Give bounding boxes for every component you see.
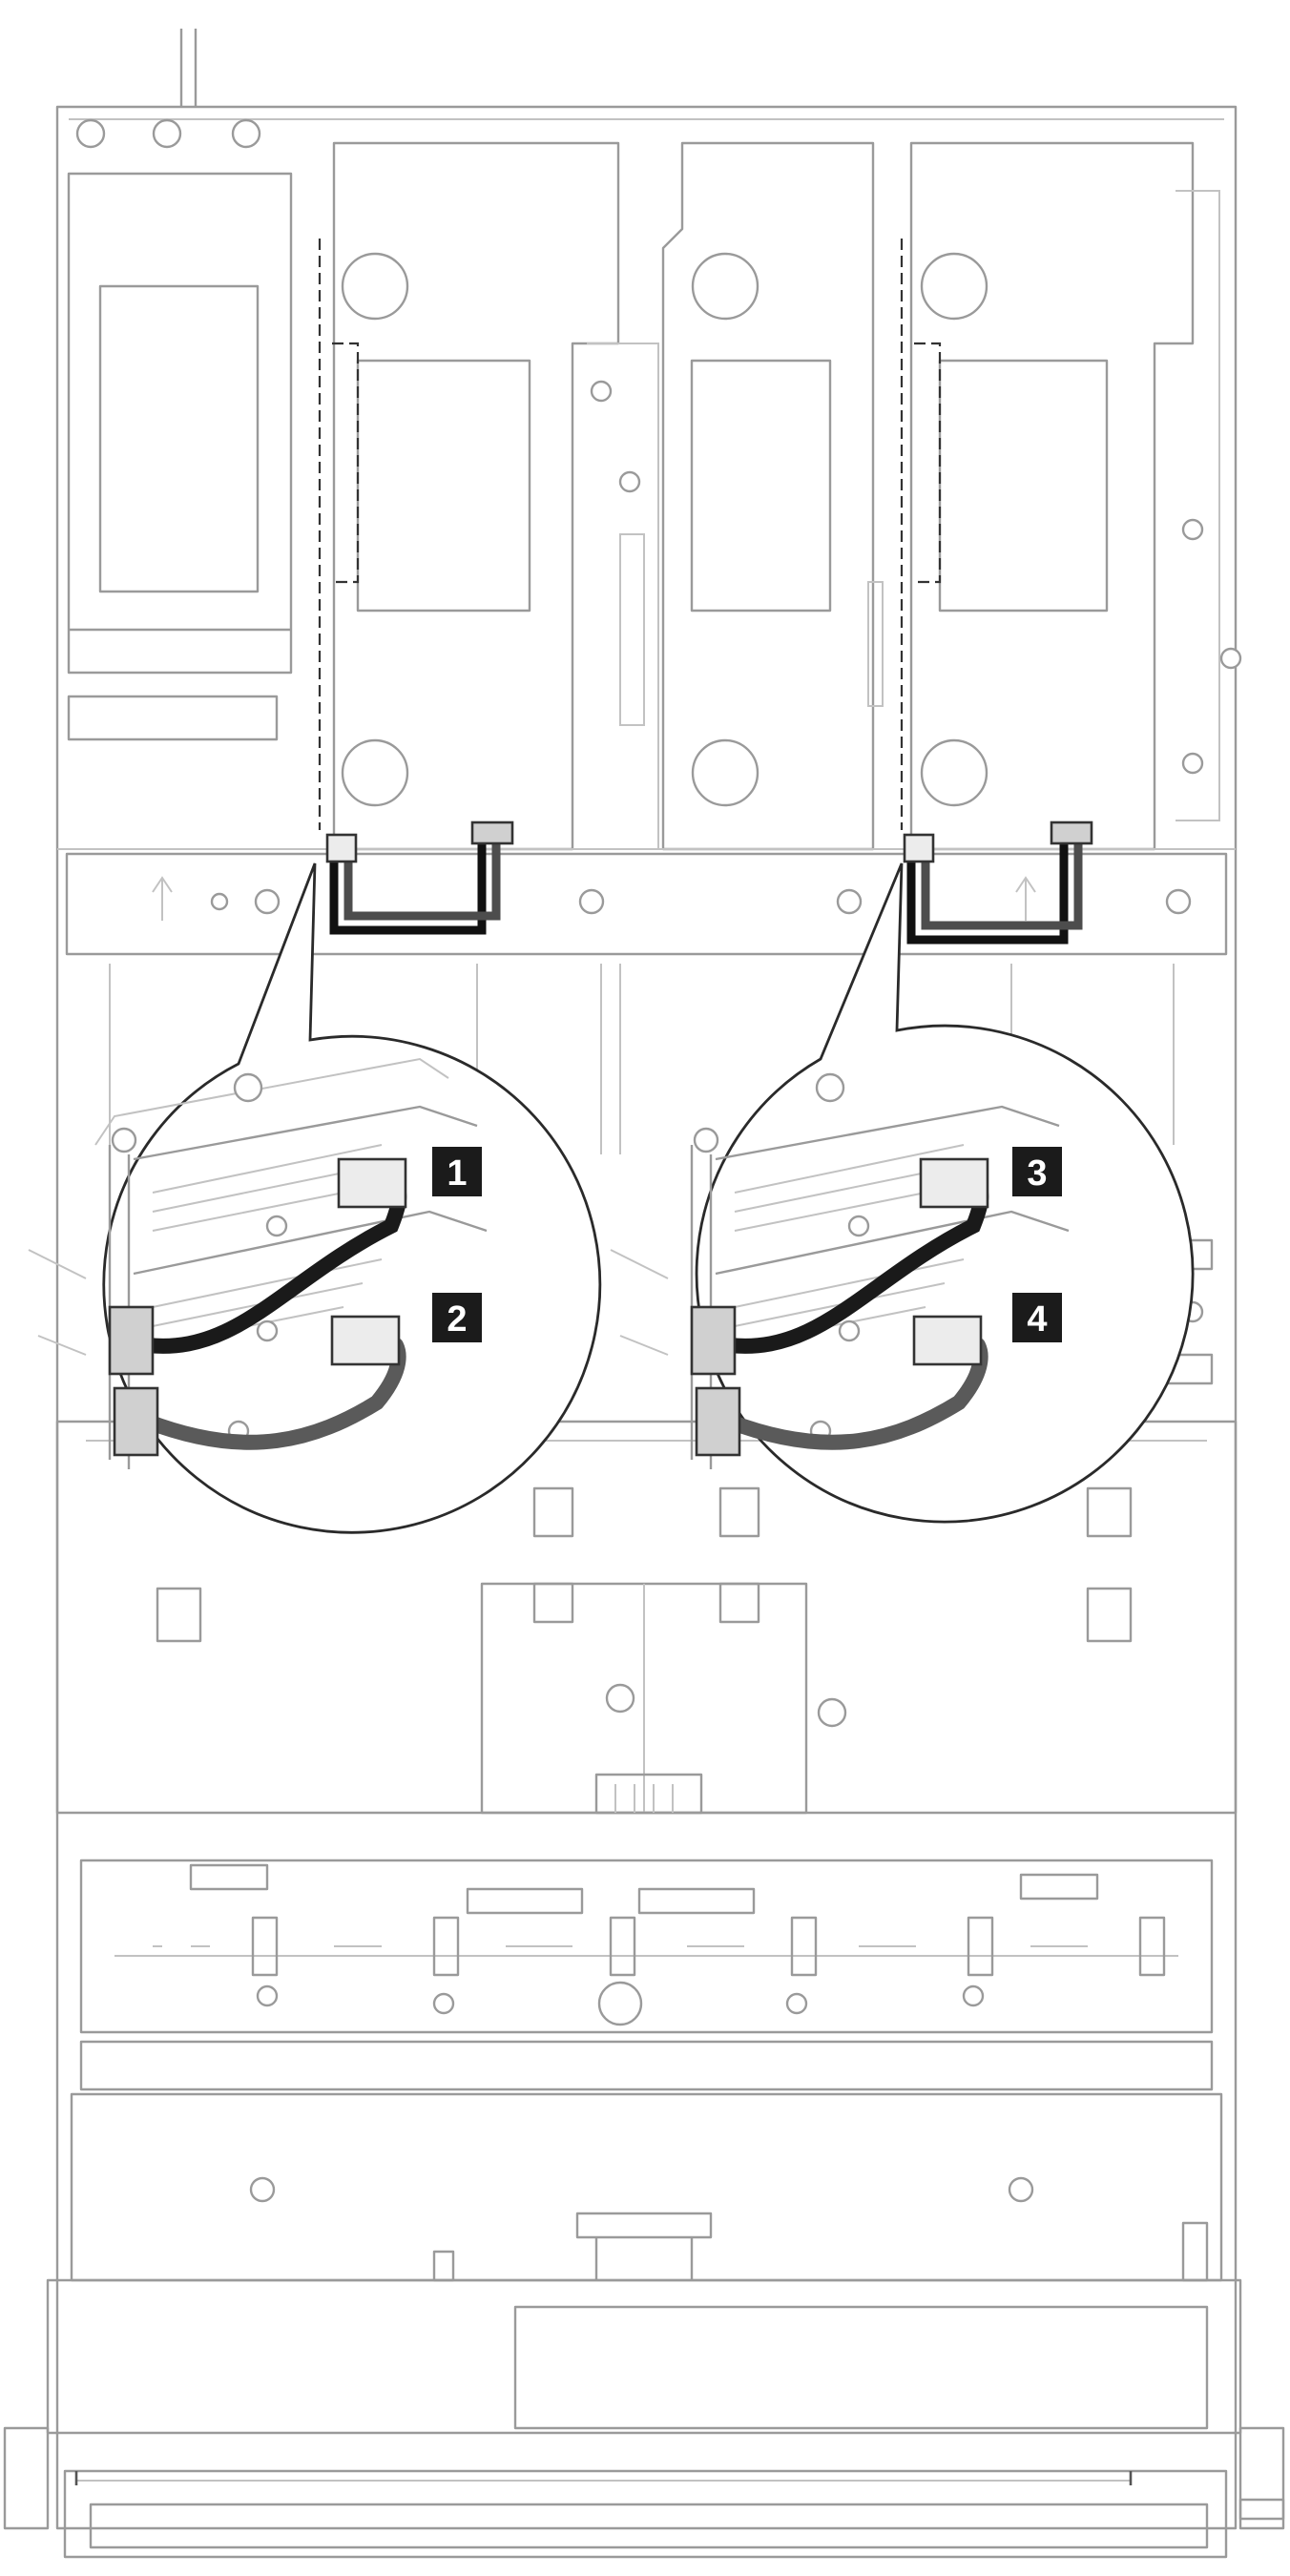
board-details [587,190,1242,849]
connector-top-left [325,833,358,863]
callout-1: 1 [432,1147,482,1196]
callout-2: 2 [432,1293,482,1342]
connector-3 [919,1157,989,1209]
callout-4-label: 4 [1027,1299,1047,1340]
connector-top-right [903,833,935,863]
callout-3: 3 [1012,1147,1062,1196]
connector-1 [337,1157,407,1209]
riser-cage-middle [661,141,875,851]
callout-2-label: 2 [447,1299,467,1340]
connector-top-left-riser [470,821,514,845]
connector-right-upper [690,1305,737,1376]
detail-bubble-right [610,862,1195,1524]
connector-2 [330,1315,401,1366]
lower-chassis [3,2040,1285,2559]
connector-left-upper [108,1305,155,1376]
callout-1-label: 1 [447,1153,467,1194]
connector-top-right-riser [1050,821,1093,845]
riser-cage-left [318,141,620,851]
detail-bubble-left [28,862,602,1534]
connector-left-lower [113,1386,159,1457]
callout-3-label: 3 [1027,1153,1047,1194]
air-baffle [57,848,1236,956]
riser-cage-right [900,141,1195,851]
connector-4 [912,1315,983,1366]
connector-right-lower [695,1386,741,1457]
drive-backplane [79,1859,1214,2034]
top-view-cables [325,821,1093,945]
callout-4: 4 [1012,1293,1062,1342]
